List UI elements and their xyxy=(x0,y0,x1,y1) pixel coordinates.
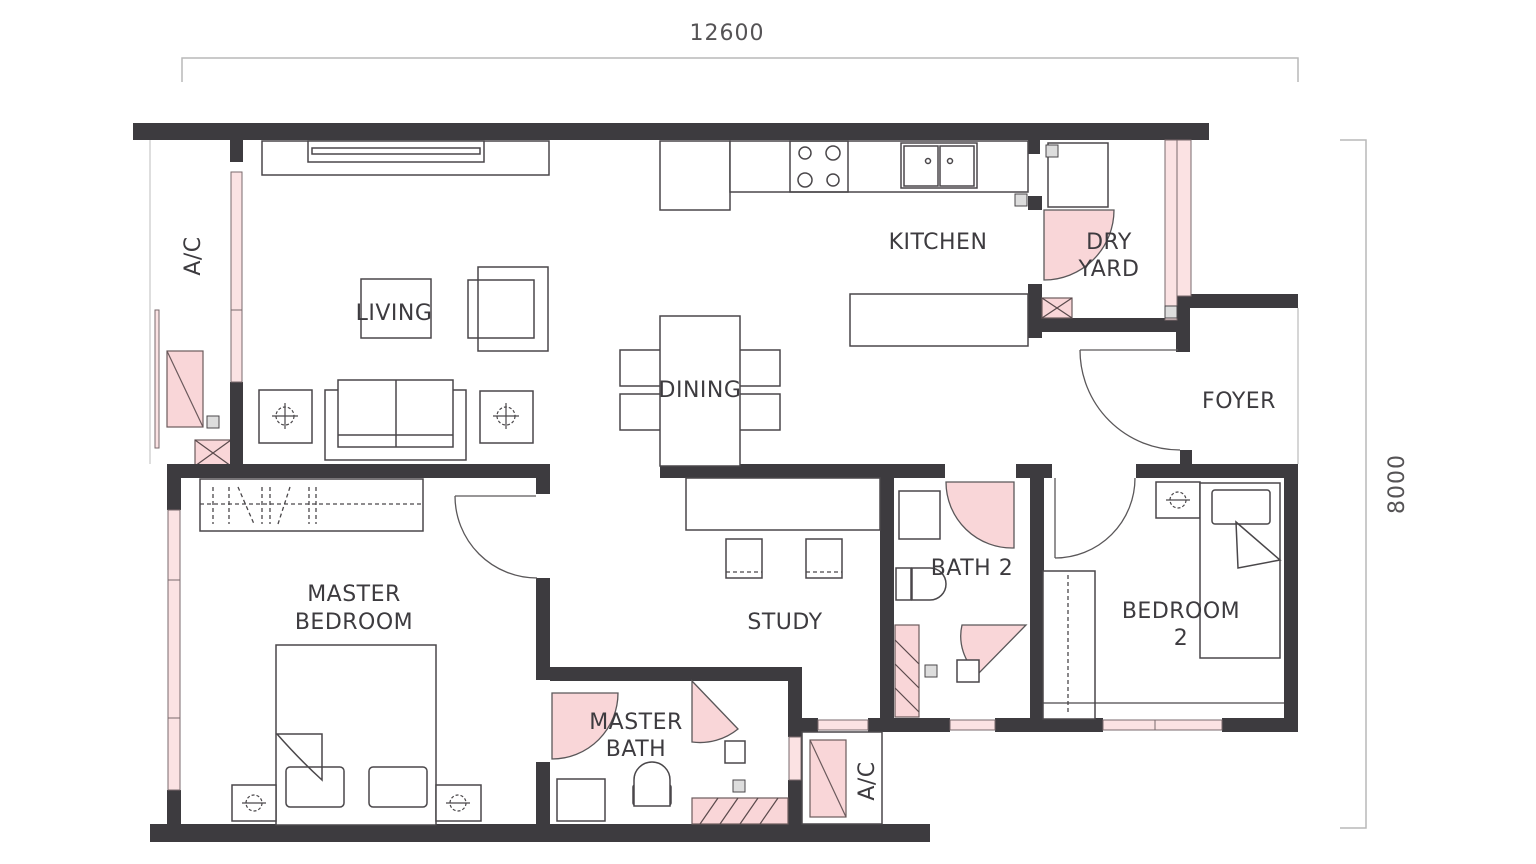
master-bedroom-label-line2: BEDROOM xyxy=(295,610,413,635)
coffee-table xyxy=(360,278,432,339)
dry-yard: DRY YARD xyxy=(1041,142,1178,319)
hob xyxy=(789,140,849,193)
dry-yard-label-line1: DRY xyxy=(1086,230,1132,255)
dimension-height: 8000 xyxy=(1340,139,1410,829)
dining-table xyxy=(659,315,741,467)
hanger-marks xyxy=(212,486,317,525)
dining-label: DINING xyxy=(659,378,742,403)
ac-left-label: A/C xyxy=(181,236,206,275)
lamp-icon xyxy=(242,794,470,812)
living-label: LIVING xyxy=(356,301,433,326)
study-desk xyxy=(685,477,881,531)
wardrobe xyxy=(199,478,424,532)
foyer-label: FOYER xyxy=(1202,389,1276,414)
dimension-height-label: 8000 xyxy=(1385,454,1410,514)
dimension-width-label: 12600 xyxy=(690,21,765,46)
master-bedroom-label-line1: MASTER xyxy=(307,582,401,607)
kitchen-counter xyxy=(729,140,1029,193)
ac-bottom-label: A/C xyxy=(855,761,880,800)
ac-ledge-bottom: A/C xyxy=(801,731,883,825)
walls xyxy=(133,123,1299,842)
tv xyxy=(307,140,485,163)
wardrobe xyxy=(1042,570,1096,720)
single-bed xyxy=(1199,482,1281,659)
lamp-icon xyxy=(272,403,519,429)
study: STUDY xyxy=(685,477,881,635)
toilet xyxy=(911,567,947,601)
dining-furniture: DINING xyxy=(619,315,781,467)
bath-2-label: BATH 2 xyxy=(931,556,1013,581)
bedroom-2-label-line2: 2 xyxy=(1174,626,1189,651)
master-bath-label-line2: BATH xyxy=(606,737,666,762)
armchair xyxy=(477,266,549,352)
fridge xyxy=(659,140,731,211)
master-bath-label-line1: MASTER xyxy=(589,710,683,735)
bath-2: BATH 2 xyxy=(894,481,1028,718)
basin xyxy=(898,490,941,540)
toilet xyxy=(633,761,671,807)
master-bed xyxy=(275,644,437,826)
drain-icon xyxy=(206,415,220,429)
windows xyxy=(167,139,1223,791)
master-bath: MASTER BATH xyxy=(551,679,789,825)
kitchen-label: KITCHEN xyxy=(889,230,988,255)
ac-ledge-left: A/C xyxy=(149,140,232,467)
kitchen-furniture: KITCHEN xyxy=(659,140,1029,347)
basin xyxy=(556,778,606,822)
bedroom-2-label-line1: BEDROOM xyxy=(1122,599,1240,624)
foyer: FOYER xyxy=(1079,349,1276,451)
bedroom-2: BEDROOM 2 xyxy=(1042,477,1284,720)
living-furniture: LIVING xyxy=(258,140,550,461)
master-bedroom: MASTER BEDROOM xyxy=(199,478,538,826)
dimension-width: 12600 xyxy=(181,21,1299,82)
study-label: STUDY xyxy=(747,610,822,635)
sink xyxy=(900,142,978,189)
lamp-icon xyxy=(1166,491,1190,509)
kitchen-island xyxy=(849,293,1029,347)
dry-yard-label-line2: YARD xyxy=(1077,257,1139,282)
